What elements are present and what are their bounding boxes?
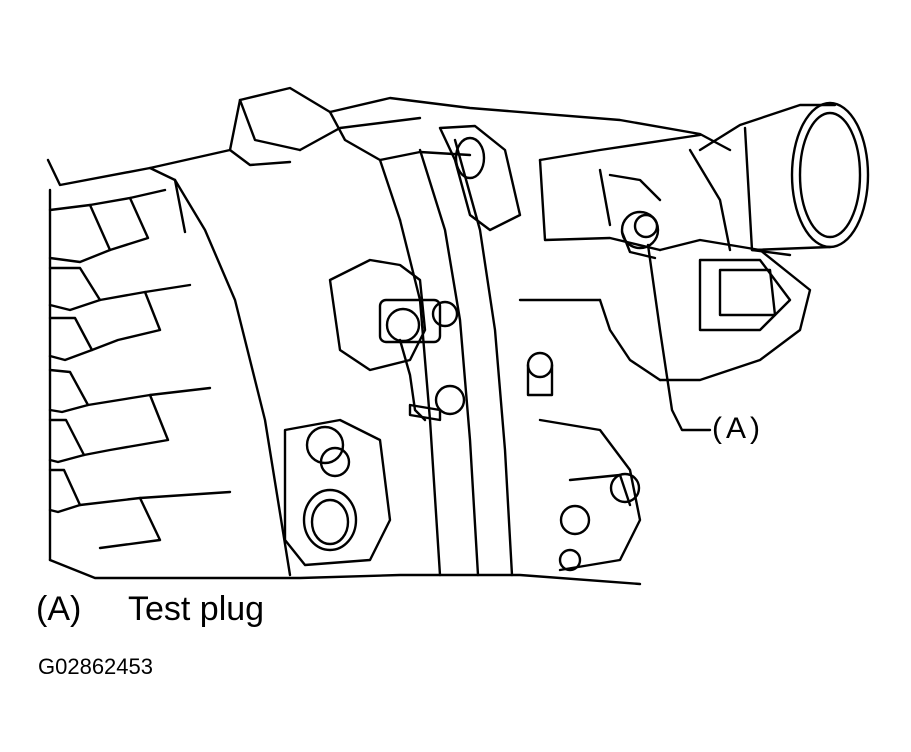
legend-key: (A) — [36, 590, 82, 628]
legend: (A) Test plug — [36, 592, 264, 626]
lower-boss — [283, 418, 392, 567]
output-shaft — [698, 101, 870, 257]
extension-housing — [518, 133, 812, 572]
callout-label-a: (A) — [712, 412, 764, 445]
figure-id: G02862453 — [38, 654, 153, 679]
test-plug — [620, 210, 660, 260]
legend-description: Test plug — [128, 590, 265, 628]
mid-plate — [398, 124, 522, 577]
callout-leader-line — [646, 243, 712, 432]
transmission-line-drawing — [46, 86, 870, 586]
shift-lever-area — [328, 258, 554, 422]
case-ribs — [48, 188, 232, 550]
transmission-case — [46, 86, 732, 586]
